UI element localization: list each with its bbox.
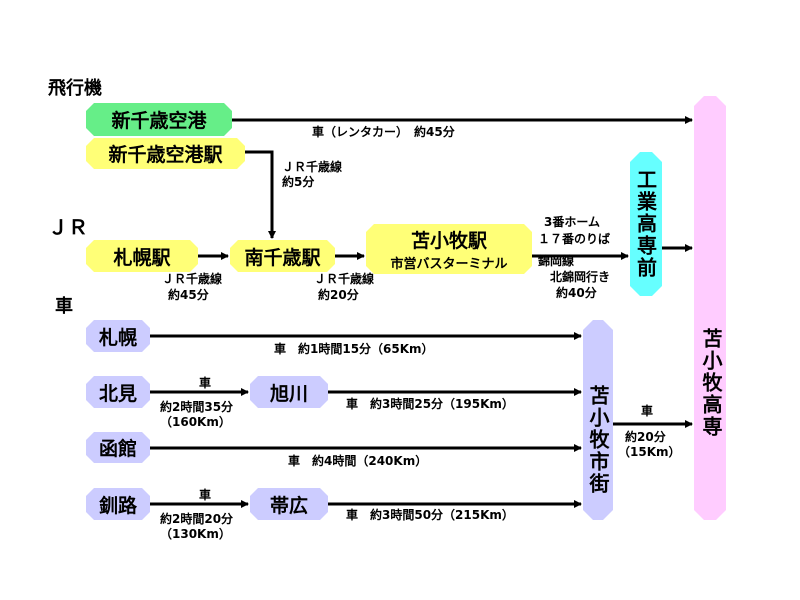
node-new-chitose-airport: 新千歳空港 (86, 103, 232, 136)
label-city-car-mode: 車 (641, 404, 654, 418)
node-tomakomai-station: 苫小牧駅 市営バスターミナル (366, 224, 532, 274)
label-minami-jr-time: 約20分 (318, 288, 359, 302)
label-hakodate-car: 車 約4時間（240Km） (288, 454, 428, 468)
node-minami-chitose-station: 南千歳駅 (230, 240, 335, 272)
label-bus-platform: 3番ホーム (544, 215, 600, 229)
label-sapporo-jr-line: ＪＲ千歳線 (162, 272, 223, 286)
label-kushiro-car-mode: 車 (199, 488, 212, 502)
label-bus-time: 約40分 (556, 286, 597, 300)
label-kushiro-car-time: 約2時間20分 (160, 512, 234, 526)
arrow-airport-station-to-minami (245, 150, 276, 239)
label-bus-stop: １７番のりば (538, 232, 611, 246)
node-kushiro: 釧路 (86, 488, 150, 520)
node-new-chitose-airport-station: 新千歳空港駅 (86, 138, 245, 169)
label-city-car-dist: （15Km） (618, 445, 681, 459)
label-minami-jr-line: ＪＲ千歳線 (314, 272, 375, 286)
label-kushiro-car-dist: （130Km） (160, 527, 231, 541)
label-asahikawa-car: 車 約3時間25分（195Km） (346, 397, 514, 411)
label-kitami-car-time: 約2時間35分 (160, 400, 234, 414)
section-jr: ＪＲ (48, 215, 88, 239)
node-obihiro: 帯広 (250, 488, 328, 520)
label-bus-dest: 北錦岡行き (550, 270, 611, 284)
label-airport-car: 車（レンタカー） 約45分 (312, 125, 455, 139)
node-tomakomai-kosen: 苫小牧高専 (694, 96, 726, 520)
node-hakodate: 函館 (86, 432, 150, 463)
node-sapporo: 札幌 (86, 320, 150, 352)
tomakomai-bus-terminal: 市営バスターミナル (390, 257, 508, 272)
label-obihiro-car: 車 約3時間50分（215Km） (346, 508, 514, 522)
node-tomakomai-city: 苫小牧市街 (583, 320, 613, 520)
label-airport-jr-line: ＪＲ千歳線 (282, 160, 343, 174)
label-kitami-car-mode: 車 (199, 376, 212, 390)
label-kitami-car-dist: （160Km） (160, 415, 231, 429)
node-asahikawa: 旭川 (250, 376, 328, 408)
section-air: 飛行機 (48, 78, 102, 99)
label-bus-line: 錦岡線 (538, 254, 575, 268)
node-kogyo-kosen-mae: 工業高専前 (630, 152, 662, 296)
label-airport-jr-time: 約5分 (282, 175, 315, 189)
node-sapporo-station: 札幌駅 (86, 240, 198, 272)
label-sapporo-jr-time: 約45分 (168, 288, 209, 302)
section-car: 車 (55, 296, 73, 317)
label-city-car-time: 約20分 (625, 430, 666, 444)
node-kitami: 北見 (86, 376, 150, 408)
tomakomai-station-name: 苫小牧駅 (410, 230, 487, 252)
label-sapporo-car: 車 約1時間15分（65Km） (274, 342, 434, 356)
